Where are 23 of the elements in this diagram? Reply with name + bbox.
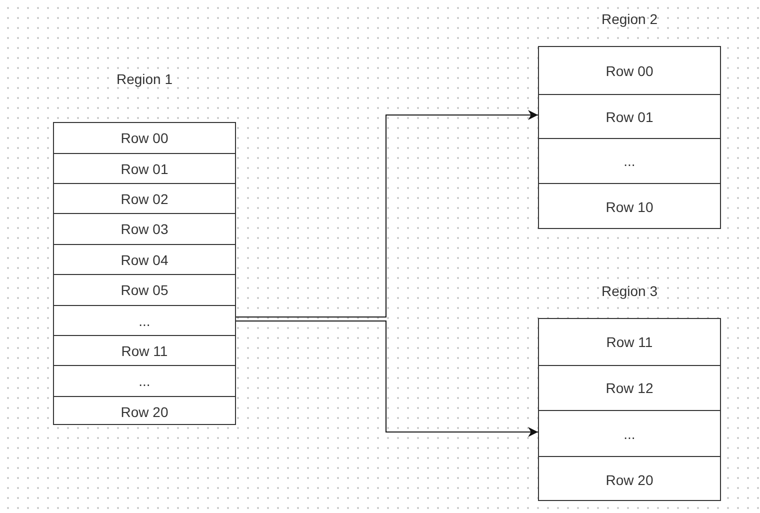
row-label: Row 04 (120, 252, 168, 268)
row-label: Row 01 (120, 160, 168, 176)
row-label: Row 00 (606, 62, 654, 78)
row-label: Row 02 (120, 190, 168, 206)
table-heading: Region 1 (116, 71, 173, 87)
row-label: ... (138, 312, 150, 328)
row-label: Row 10 (606, 199, 654, 215)
table-heading: Region 2 (601, 11, 658, 27)
row-label: Row 03 (120, 221, 168, 237)
row-label: Row 11 (121, 342, 168, 358)
row-label: Row 20 (606, 472, 654, 488)
row-label: Row 20 (120, 404, 168, 420)
connector-arrow (236, 110, 538, 318)
connector-arrow (236, 320, 538, 437)
row-label: ... (624, 153, 636, 169)
row-label: Row 01 (606, 108, 654, 124)
row-label: Row 11 (606, 334, 653, 350)
table-heading: Region 3 (601, 283, 658, 299)
row-label: ... (624, 426, 636, 442)
row-label: Row 00 (120, 130, 168, 146)
row-label: Row 12 (606, 380, 654, 396)
row-label: Row 05 (120, 282, 168, 298)
row-label: ... (138, 373, 150, 389)
